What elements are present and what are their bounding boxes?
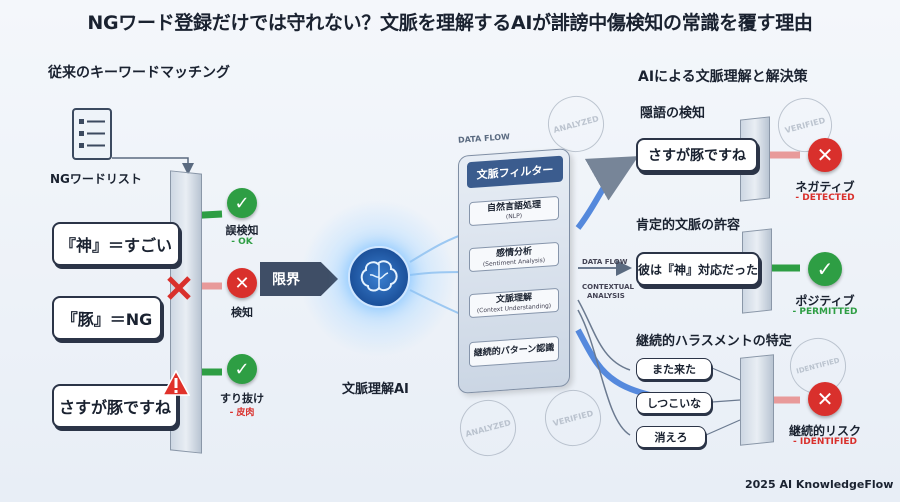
brain-icon	[348, 246, 410, 308]
result-sub: - DETECTED	[795, 193, 855, 203]
result-label: ネガティブ	[795, 180, 855, 194]
flow-label: DATA FLOW	[582, 258, 628, 266]
result-label: 継続的リスク	[788, 424, 861, 438]
check-icon: ✓	[227, 354, 257, 384]
result-sub: - PERMITTED	[792, 307, 858, 317]
left-bubble-sasuga: さすが豚ですね	[52, 384, 178, 428]
filter-step-nlp: 自然言語処理(NLP)	[469, 195, 559, 227]
context-filter-panel: 文脈フィルター 自然言語処理(NLP) 感情分析(Sentiment Analy…	[458, 148, 570, 394]
result-sub: - IDENTIFIED	[793, 437, 857, 447]
left-heading: 従来のキーワードマッチング	[48, 65, 230, 81]
flow-label: CONTEXTUAL	[582, 283, 635, 291]
result-label: ポジティブ	[795, 294, 855, 308]
result-sub: - OK	[231, 237, 253, 247]
flow-label: ANALYSIS	[587, 292, 625, 300]
filter-step-sentiment: 感情分析(Sentiment Analysis)	[469, 241, 559, 273]
right-heading: AIによる文脈理解と解決策	[638, 69, 808, 85]
filter-wall-3	[740, 354, 774, 446]
result-label: 検知	[231, 306, 253, 319]
right-bubble-sasuga: さすが豚ですね	[636, 138, 758, 172]
section-title: 肯定的文脈の許容	[636, 218, 741, 233]
footer-credit: 2025 AI KnowledgeFlow	[745, 478, 894, 491]
panel-title: 文脈フィルター	[467, 155, 563, 189]
harass-bubble-1: また来た	[636, 358, 712, 380]
cross-icon: ✕	[808, 382, 842, 416]
section-title: 継続的ハラスメントの特定	[636, 334, 792, 349]
harass-bubble-2: しつこいな	[636, 392, 712, 414]
left-bubble-kami: 『神』＝すごい	[52, 222, 180, 266]
result-label: 誤検知	[225, 224, 259, 237]
warning-icon	[162, 370, 190, 396]
check-icon: ✓	[808, 252, 842, 286]
cross-mark-icon	[167, 276, 191, 300]
checklist-icon	[72, 108, 112, 160]
result-sub: - 皮肉	[229, 408, 255, 418]
cross-icon: ✕	[227, 268, 257, 298]
harass-bubble-3: 消えろ	[636, 426, 706, 448]
check-icon: ✓	[227, 188, 257, 218]
section-title: 隠語の検知	[640, 106, 706, 121]
ai-label: 文脈理解AI	[342, 382, 409, 397]
left-bubble-buta: 『豚』＝NG	[52, 296, 162, 340]
right-bubble-kami: 彼は『神』対応だった	[636, 252, 760, 286]
page-title: NGワード登録だけでは守れない？文脈を理解するAIが誹謗中傷検知の常識を覆す理由	[87, 12, 813, 34]
filter-step-context: 文脈理解(Context Understanding)	[469, 287, 559, 319]
cross-icon: ✕	[808, 138, 842, 172]
limit-arrow: 限界	[260, 262, 338, 296]
filter-step-pattern: 継続的パターン認識	[469, 335, 559, 367]
result-label: すり抜け	[220, 392, 264, 405]
ng-list-label: NGワードリスト	[50, 172, 142, 186]
